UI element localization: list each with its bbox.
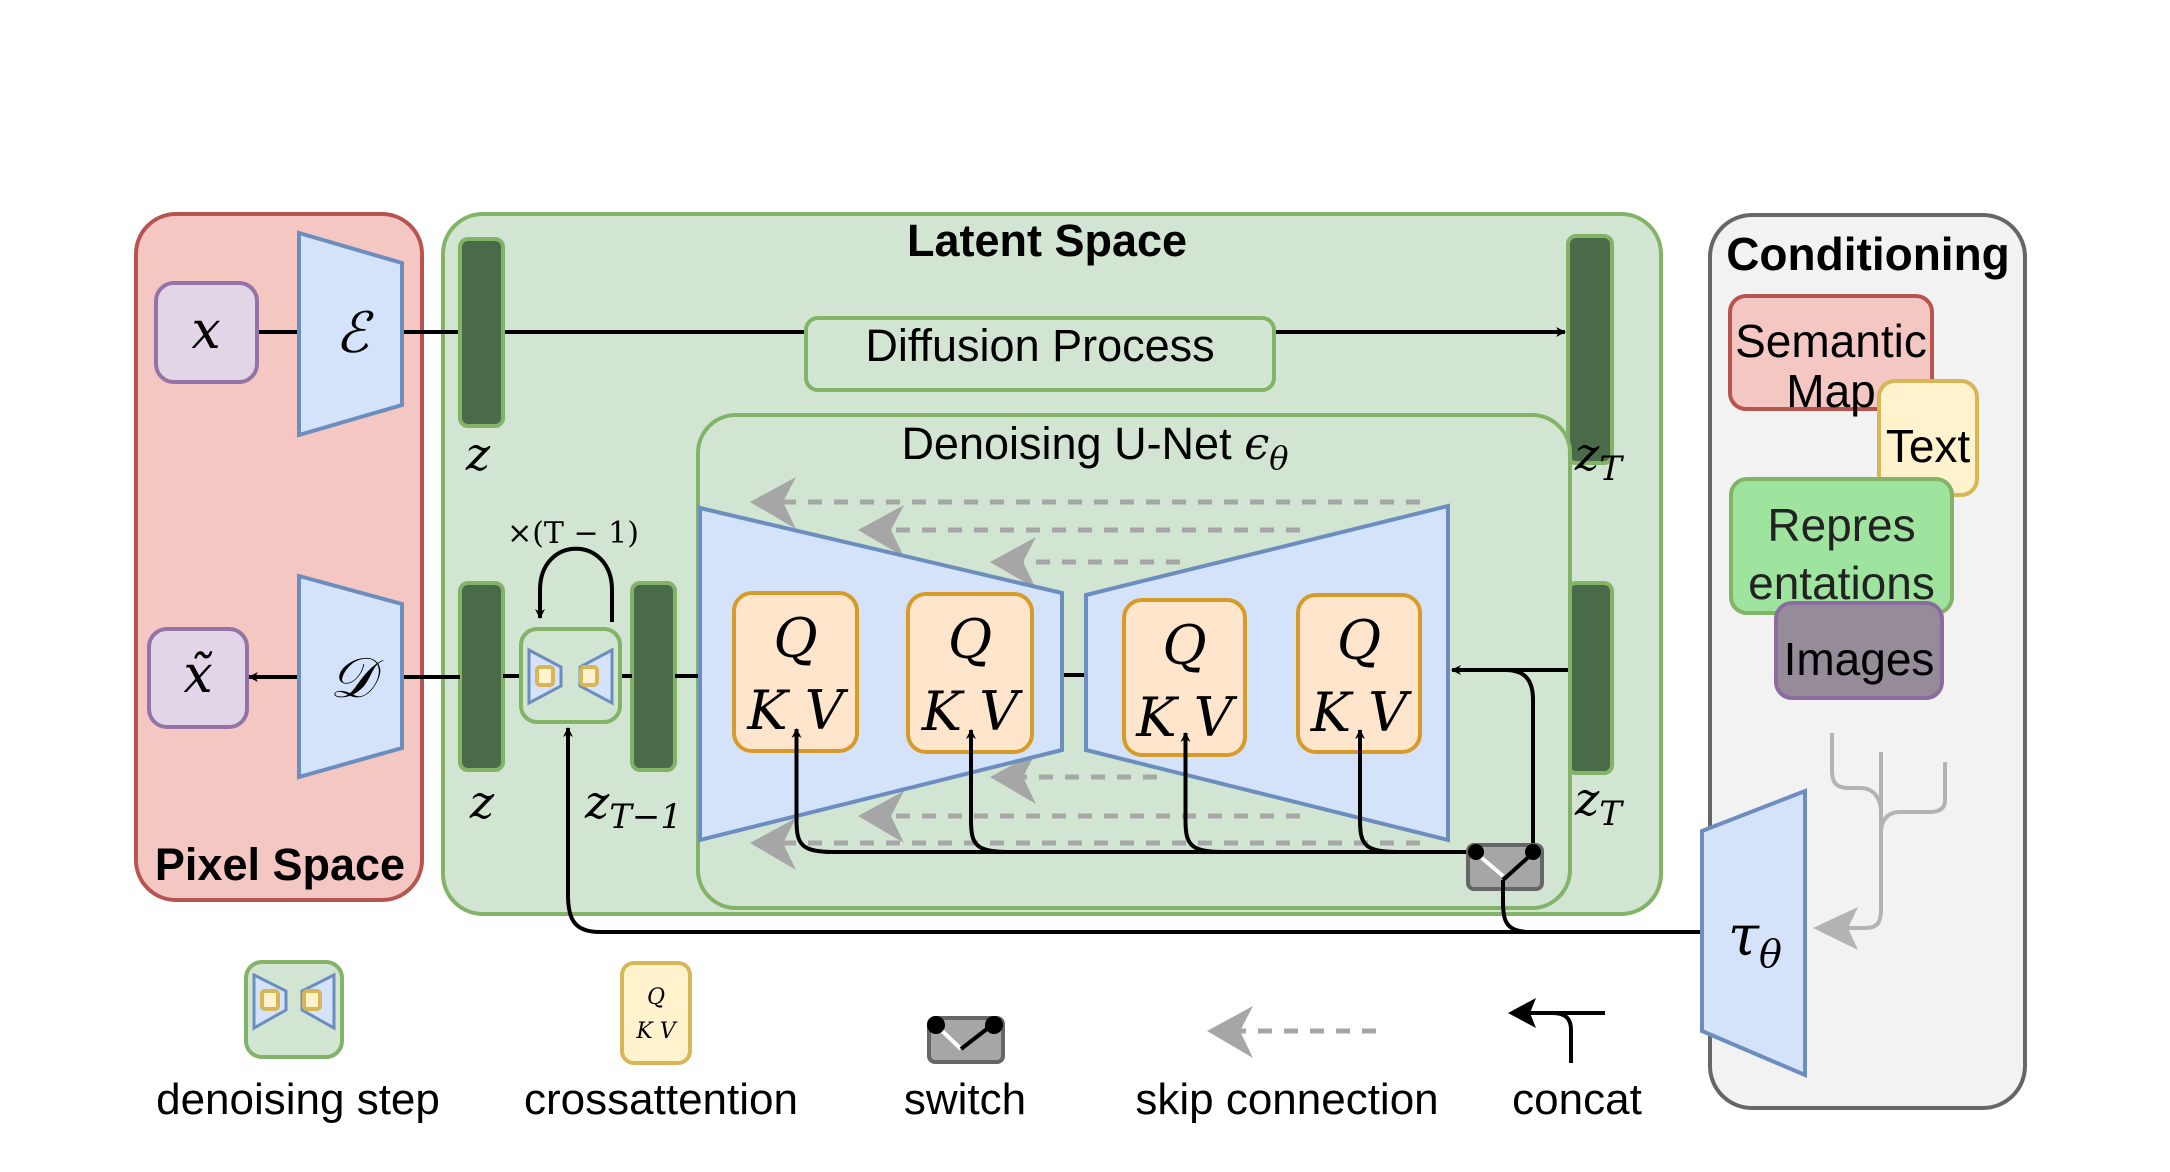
- tau-encoder-trapezoid: [1700, 788, 1807, 1079]
- legend-denoising-step-label: denoising step: [156, 1075, 440, 1124]
- skip-connection-arrowhead: [990, 537, 1036, 589]
- encoder-label: ℰ: [335, 301, 374, 366]
- legend-switch-label: switch: [904, 1075, 1026, 1124]
- skip-connection-arrowhead: [858, 791, 904, 843]
- denoising-step-box: [519, 627, 622, 724]
- latent-zT-bottom-label: zT: [1574, 772, 1624, 834]
- conditioning-title: Conditioning: [1726, 228, 2010, 280]
- latent-z-top-label: z: [465, 427, 491, 481]
- conditioning-arrow: [1355, 729, 1399, 854]
- mini-attn-icon: [579, 665, 599, 687]
- pixel-space-title: Pixel Space: [155, 839, 405, 890]
- latent-zT-top-label: zT: [1574, 427, 1624, 489]
- skip-connection-arrowhead: [750, 818, 796, 870]
- latent-z-top-bar: [458, 237, 505, 428]
- conditioning-arrow: [1180, 732, 1224, 854]
- crossattention-blocks: QK V QK V QK V QK V: [732, 591, 1422, 757]
- encoder-trapezoid: [297, 230, 404, 438]
- conditioning-item: Images: [1774, 601, 1944, 700]
- loop-arrow: [535, 546, 614, 622]
- denoising-step-node: [519, 627, 622, 724]
- conditioning-item: Text: [1877, 379, 1979, 497]
- conditioning-item: Repres entations: [1729, 477, 1954, 615]
- latent-zT-bottom-bar: [1566, 581, 1614, 775]
- skip-connections: [750, 477, 1420, 870]
- crossattention-block: QK V: [732, 591, 859, 753]
- latent-zT1-label: zT−1: [584, 775, 682, 837]
- latent-z-bottom-label: z: [469, 775, 495, 829]
- skip-connection-arrowhead: [990, 752, 1036, 804]
- legend-concat-icon: [1508, 998, 1605, 1063]
- switch-dot-right: [1525, 844, 1541, 860]
- conditioning-item-label: Images: [1784, 633, 1935, 685]
- tau-encoder-node: τθ: [1700, 788, 1807, 1079]
- switch-node: [1466, 843, 1544, 891]
- skip-connection-arrowhead: [750, 477, 796, 529]
- legend-switch-icon: [927, 1016, 1005, 1064]
- svg-text:Q: Q: [647, 985, 665, 1010]
- conditioning-item-box: [1774, 601, 1944, 700]
- conditioning-item-label: Repres: [1767, 499, 1915, 551]
- crossattention-block: QK V: [906, 592, 1034, 754]
- diffusion-process-box: [804, 316, 1276, 392]
- crossattention-block: QK V: [1296, 593, 1422, 754]
- legend-denoising-step-icon: [244, 960, 344, 1059]
- conditioning-arrow: [791, 728, 835, 854]
- latent-z-bottom-bar: [458, 581, 505, 772]
- conditioning-item-label: entations: [1748, 557, 1935, 609]
- input-x-box: [154, 281, 259, 384]
- svg-text:K V: K V: [635, 1019, 677, 1044]
- conditioning-lines: [791, 728, 1476, 854]
- tau-encoder-label: τθ: [1728, 904, 1782, 976]
- latent-zT-top-bar: [1566, 234, 1614, 465]
- cond-to-step-arrow: [563, 727, 1530, 934]
- input-x-label: x: [191, 301, 220, 361]
- decoder-node: 𝒟: [297, 573, 404, 780]
- output-xtilde-label: x̃: [183, 645, 213, 705]
- mini-attn-icon: [535, 665, 555, 687]
- legend-crossattention-icon: Q K V: [620, 961, 692, 1065]
- merge-arrowhead: [1813, 907, 1858, 950]
- switch-dot-left: [1468, 844, 1484, 860]
- query-label: Q: [773, 607, 817, 670]
- query-label: Q: [948, 608, 992, 671]
- conditioning-item-label: Semantic: [1735, 315, 1927, 367]
- encoder-node: ℰ: [297, 230, 404, 438]
- diffusion-process-label: Diffusion Process: [865, 320, 1214, 371]
- latent-zT1-bar: [630, 581, 677, 772]
- diffusion-process-node: Diffusion Process: [804, 316, 1276, 392]
- legend: denoising step Q K V crossattention swit…: [156, 960, 1642, 1124]
- latent-space-title: Latent Space: [907, 215, 1187, 266]
- legend-crossattention-label: crossattention: [524, 1075, 798, 1124]
- input-x-node: x: [154, 281, 259, 384]
- loop-label: ×(T − 1): [507, 516, 639, 551]
- output-xtilde-box: [147, 627, 249, 729]
- legend-concat-label: concat: [1512, 1075, 1642, 1124]
- legend-skip-connection-label: skip connection: [1135, 1075, 1438, 1124]
- conditioning-merge-lines: [1813, 733, 1947, 950]
- legend-skip-connection-icon: [1207, 1006, 1376, 1058]
- conditioning-item-box: [1728, 294, 1934, 411]
- conditioning-item-label: Text: [1886, 420, 1971, 472]
- output-xtilde-node: x̃: [147, 627, 249, 729]
- conditioning-arrow: [966, 729, 1010, 854]
- conditioning-item-label: Map: [1786, 365, 1875, 417]
- query-label: Q: [1337, 609, 1381, 672]
- decoder-trapezoid: [297, 573, 404, 780]
- unet-title: Denoising U-Net ϵθ: [901, 417, 1288, 477]
- query-label: Q: [1162, 614, 1206, 677]
- crossattention-block: QK V: [1122, 598, 1247, 757]
- skip-connection-arrowhead: [858, 505, 904, 557]
- switch-concat-line: [1504, 668, 1535, 852]
